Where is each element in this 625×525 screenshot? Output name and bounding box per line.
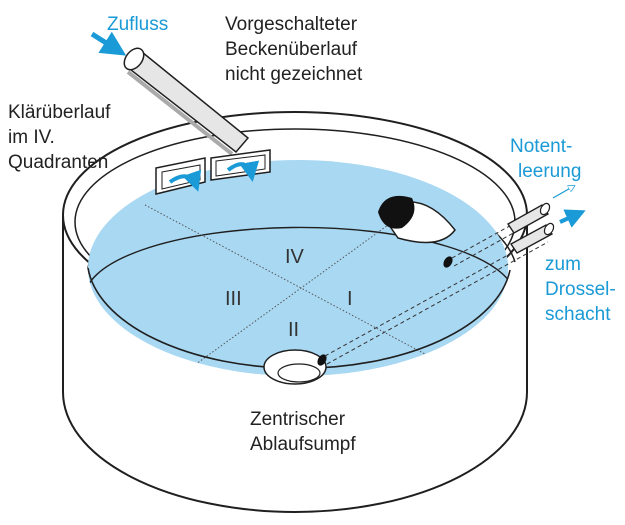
- quadrant-iv-label: IV: [285, 246, 305, 268]
- label-klaerueberlauf-2: im IV.: [8, 127, 55, 148]
- label-notentleerung-1: Notent-: [510, 136, 572, 157]
- label-drossel-2: Drossel-: [545, 279, 616, 300]
- inflow-pipe: [123, 47, 250, 156]
- central-sump: [263, 349, 327, 385]
- label-klaerueberlauf-3: Quadranten: [8, 152, 108, 173]
- label-drossel-3: schacht: [545, 304, 611, 325]
- label-sumpf-1: Zentrischer: [250, 409, 346, 430]
- label-sumpf-2: Ablaufsumpf: [250, 434, 356, 455]
- quadrant-iii-label: III: [225, 288, 242, 310]
- label-vorgeschaltet-1: Vorgeschalteter: [225, 14, 358, 35]
- label-notentleerung-2: leerung: [518, 161, 581, 182]
- quadrant-i-label: I: [347, 288, 353, 310]
- inflow-arrow: [90, 31, 127, 56]
- label-klaerueberlauf-1: Klärüberlauf: [8, 102, 111, 123]
- outlet-pipes: [506, 202, 555, 254]
- emergency-drain-arrow: [552, 186, 574, 199]
- label-drossel-1: zum: [545, 254, 581, 275]
- label-vorgeschaltet-2: Beckenüberlauf: [225, 39, 358, 60]
- quadrant-ii-label: II: [288, 319, 299, 341]
- overflow-weirs: [155, 149, 271, 195]
- emergency-drain-inlet: [378, 195, 456, 268]
- label-vorgeschaltet-3: nicht gezeichnet: [225, 64, 363, 85]
- throttle-outflow-arrow: [559, 209, 586, 228]
- label-zufluss: Zufluss: [107, 14, 168, 35]
